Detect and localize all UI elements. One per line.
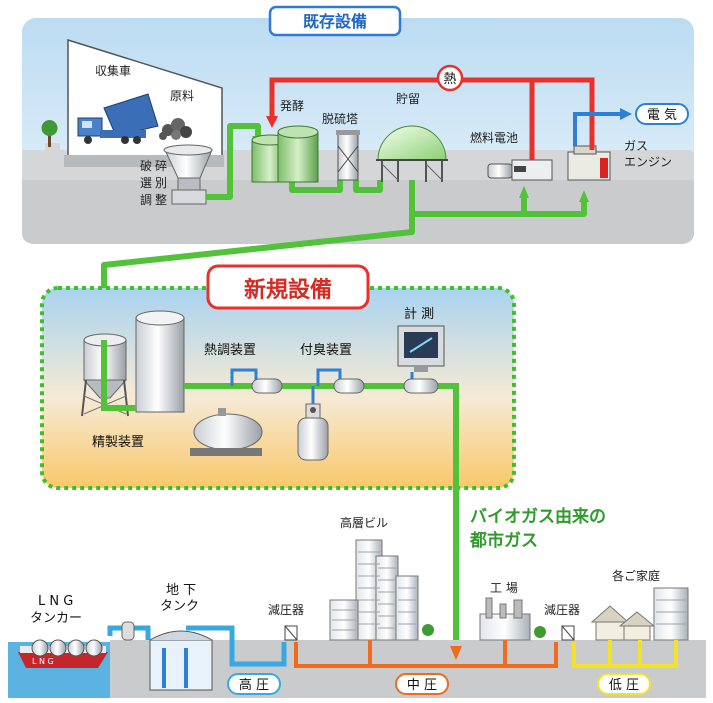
arrow-up-engine-icon <box>579 190 589 202</box>
heat-adjust-label: 熱調装置 <box>204 343 256 358</box>
desulfurization-tower <box>336 130 360 181</box>
desulfur-label: 脱硫塔 <box>322 111 358 126</box>
pressure-regulator-2 <box>561 625 575 641</box>
homes-label: 各ご家庭 <box>612 568 660 583</box>
biogas-label-2: 都市ガス <box>469 530 538 551</box>
gas-holder-dome <box>376 125 448 182</box>
svg-text:中 圧: 中 圧 <box>407 678 437 693</box>
highrise-buildings <box>329 539 434 641</box>
crusher-sorter-equipment <box>163 144 213 205</box>
existing-facilities-header: 既存設備 <box>268 5 402 37</box>
svg-text:選: 選 <box>140 176 152 190</box>
svg-text:別: 別 <box>155 176 167 190</box>
pressure-regulator-1 <box>284 625 298 641</box>
svg-text:破: 破 <box>140 158 152 173</box>
new-facilities-header: 新規設備 <box>206 264 370 310</box>
refine-label: 精製装置 <box>92 435 144 450</box>
boiler-tank <box>190 408 263 456</box>
collection-truck-icon <box>77 93 159 144</box>
svg-text:低 圧: 低 圧 <box>609 678 639 693</box>
mid-pressure-tag: 中 圧 <box>395 673 449 695</box>
electric-arrow-icon <box>620 108 632 120</box>
lng-label-1: L N G <box>38 594 73 609</box>
svg-text:調: 調 <box>140 193 152 207</box>
mid-pressure-arrow-icon <box>450 646 462 660</box>
low-pressure-tag: 低 圧 <box>597 673 651 695</box>
svg-text:電 気: 電 気 <box>647 107 677 123</box>
gas-engine-label-2: エンジン <box>624 155 672 169</box>
svg-text:整: 整 <box>155 192 167 207</box>
existing-header-text: 既存設備 <box>303 12 367 31</box>
lng-label-2: タンカー <box>30 611 82 626</box>
raw-material-icon <box>159 118 192 140</box>
storage-label: 貯留 <box>396 92 420 106</box>
measurement-monitor <box>397 325 445 372</box>
fermentation-tanks <box>251 125 319 183</box>
high-pressure-tag: 高 圧 <box>227 673 281 695</box>
heat-badge: 熱 <box>436 64 464 92</box>
heat-arrow-icon <box>266 116 278 128</box>
odorize-label: 付臭装置 <box>300 343 352 358</box>
highrise-label: 高層ビル <box>340 515 388 530</box>
biogas-label-1: バイオガス由来の <box>470 506 606 527</box>
arrow-up-fuelcell-icon <box>519 186 529 198</box>
electricity-line <box>573 112 622 146</box>
fuel-cell-unit <box>487 159 553 181</box>
electricity-badge: 電 気 <box>635 103 689 125</box>
heat-adjust-unit <box>251 378 439 394</box>
lng-tanker: L N G <box>18 639 108 668</box>
fuel-cell-label: 燃料電池 <box>470 130 518 145</box>
odorant-tank <box>297 403 329 461</box>
factory-label: 工 場 <box>490 581 518 595</box>
svg-text:L N G: L N G <box>32 657 54 666</box>
material-label: 原料 <box>170 89 194 103</box>
regulator-2-label: 減圧器 <box>544 602 580 617</box>
svg-text:高 圧: 高 圧 <box>239 677 269 693</box>
underground-tank <box>121 621 213 691</box>
underground-label-2: タンク <box>160 599 199 614</box>
svg-text:碎: 碎 <box>155 158 167 173</box>
low-pressure-line <box>572 640 678 668</box>
svg-text:熱: 熱 <box>443 72 456 87</box>
factory-building <box>479 597 546 641</box>
truck-label: 収集車 <box>95 63 131 78</box>
homes <box>590 587 689 641</box>
underground-label-1: 地 下 <box>166 583 196 598</box>
crusher-label: 破 碎 選 別 調 整 <box>140 158 167 207</box>
ferment-label: 発酵 <box>280 99 304 113</box>
new-header-text: 新規設備 <box>244 277 332 303</box>
tree-icon <box>41 120 58 147</box>
measure-label: 計 測 <box>404 306 434 322</box>
gas-engine-unit <box>567 145 611 181</box>
gas-engine-label-1: ガス <box>624 139 648 153</box>
mid-pressure-line <box>294 640 558 668</box>
regulator-1-label: 減圧器 <box>268 602 304 617</box>
